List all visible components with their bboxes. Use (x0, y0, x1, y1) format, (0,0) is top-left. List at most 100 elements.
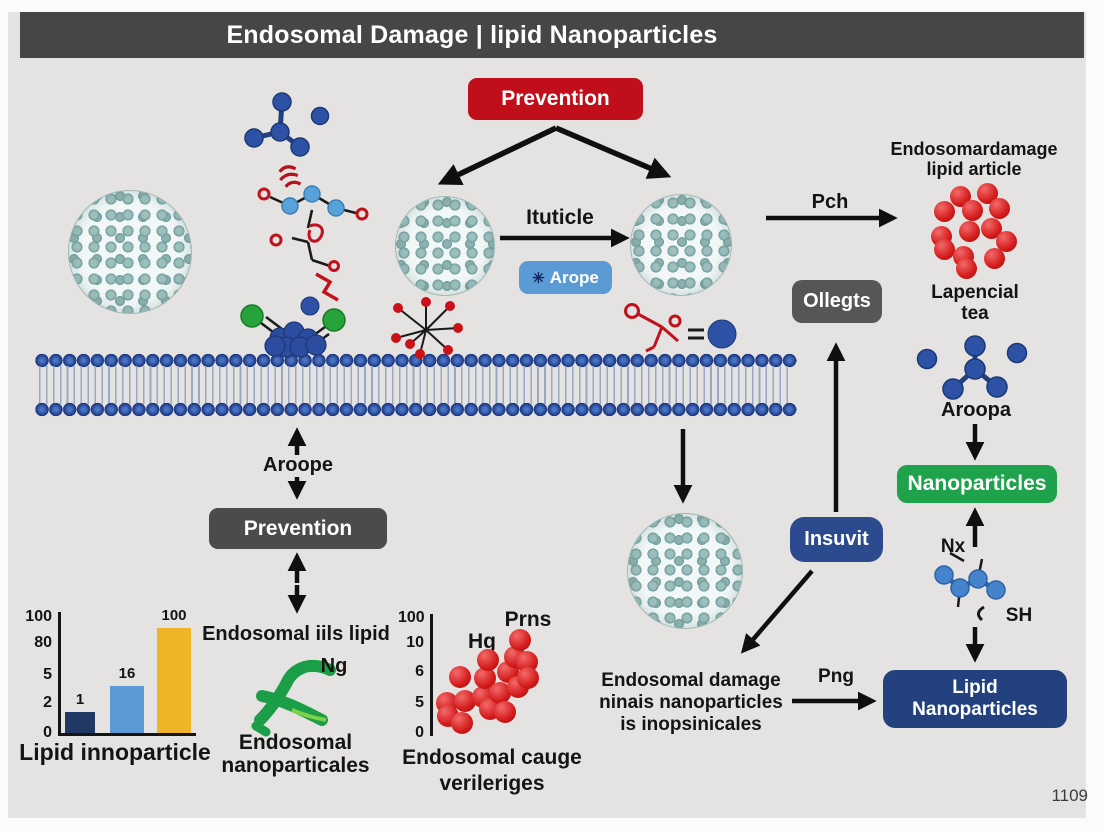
bar (110, 686, 144, 733)
damage-block-line2: ninais nanoparticles (599, 692, 783, 713)
scatter-point (517, 667, 539, 689)
arope-label: Arope (549, 267, 599, 287)
damage-particle-line1: Endosomardamage (890, 139, 1058, 159)
bar-ytick: 2 (43, 694, 52, 711)
bar-ytick: 0 (43, 724, 52, 741)
membrane-head-row-top (35, 353, 797, 368)
scatter-ytick: 6 (415, 663, 424, 680)
cleaved-lipid-molecule (624, 303, 737, 353)
nanoparticles-label: Nanoparticles (907, 472, 1047, 495)
insuvit-label: Insuvit (804, 528, 869, 550)
ng-label: Ng (320, 655, 348, 677)
bar-ytick: 100 (25, 608, 52, 625)
scatter-point (454, 690, 476, 712)
membrane-tails (39, 366, 793, 404)
endosomal-iils-heading: Endosomal iils lipid (202, 623, 390, 645)
bar-ytick: 80 (34, 634, 52, 651)
chemical-structure (257, 185, 369, 302)
bar (65, 712, 95, 733)
damage-block-line3: is inopsinicales (620, 714, 762, 735)
aroope-arrow-label: Aroope (263, 454, 333, 476)
hg-point-label: Hg (468, 630, 496, 653)
scatter-ytick: 5 (415, 694, 424, 711)
scatter-y-axis (430, 614, 433, 736)
scatter-point (494, 701, 516, 723)
arope-icon: ✳ (532, 269, 545, 287)
lipid-np-line2: Nanoparticles (912, 699, 1038, 720)
scatter-point (489, 682, 511, 704)
bar-x-axis (58, 733, 196, 736)
bar (157, 628, 191, 733)
scatter-ytick: 100 (398, 609, 425, 626)
png-arrow-label: Png (818, 666, 854, 687)
red-small-molecule (391, 297, 463, 359)
lapencial-line1: Lapencial (931, 282, 1019, 303)
red-particle (981, 218, 1002, 239)
damage-block-line1: Endosomal damage (601, 670, 781, 691)
damage-particle-label: Endosomardamage lipid article (878, 139, 1070, 179)
endosomal-nano-line1: Endosomal (238, 731, 353, 754)
green-ribbon (251, 660, 336, 737)
nanoparticles-node[interactable]: Nanoparticles (897, 465, 1057, 503)
red-particle (934, 239, 955, 260)
polymer-molecule (244, 92, 330, 157)
scatter-point (477, 649, 499, 671)
page-number: 1109 (1051, 786, 1088, 805)
page-title: Endosomal Damage | lipid Nanoparticles (226, 20, 718, 49)
red-particle (996, 231, 1017, 252)
damage-text-block: Endosomal damage ninais nanoparticles is… (582, 670, 800, 736)
lipid-bilayer-membrane (35, 353, 797, 417)
nanoparticle-3 (630, 194, 732, 296)
ollegts-label: Ollegts (803, 290, 871, 312)
nanoparticle-1 (68, 190, 192, 314)
red-particle (962, 200, 983, 221)
scatter-ytick: 10 (406, 634, 424, 651)
prevention-top-node[interactable]: Prevention (468, 78, 643, 120)
red-particle (984, 248, 1005, 269)
ituticle-arrow-label: Ituticle (526, 206, 594, 229)
arope-node[interactable]: ✳ Arope (519, 261, 612, 294)
red-particle (989, 198, 1010, 219)
ollegts-node[interactable]: Ollegts (792, 280, 882, 323)
endosomal-nanoparticales-caption: Endosomal nanoparticales (193, 731, 398, 777)
nx-label: Nx (940, 536, 966, 557)
scatter-ytick: 0 (415, 724, 424, 741)
endosomal-nano-line2: nanoparticales (221, 754, 370, 777)
lipid-nanoparticles-node[interactable]: Lipid Nanoparticles (883, 670, 1067, 728)
scatter-caption-line1: Endosomal cauge (402, 746, 582, 769)
bar-y-axis (58, 612, 61, 734)
membrane-head-row-bottom (35, 402, 797, 417)
red-particle (956, 258, 977, 279)
prevention-mid-label: Prevention (243, 516, 353, 540)
aroopa-molecule (916, 335, 1028, 400)
nx-molecule (934, 551, 1006, 622)
lapencial-line2: tea (961, 303, 989, 324)
scatter-point (451, 712, 473, 734)
sh-label: SH (1005, 605, 1033, 626)
damage-particle-line2: lipid article (926, 159, 1022, 179)
red-particle (959, 221, 980, 242)
nanoparticle-2 (395, 196, 495, 296)
nanoparticle-endosome (627, 513, 743, 629)
aroopa-label: Aroopa (941, 399, 1011, 421)
bar-value-label: 1 (75, 691, 85, 708)
prevention-mid-node[interactable]: Prevention (209, 508, 387, 549)
lapencial-label: Lapencial tea (900, 282, 1050, 324)
scatter-caption-line2: verileriges (439, 772, 545, 795)
red-cluster (920, 180, 1030, 282)
title-bar: Endosomal Damage | lipid Nanoparticles (20, 12, 1084, 58)
bar-chart-caption: Lipid innoparticle (19, 739, 211, 765)
insuvit-node[interactable]: Insuvit (790, 517, 883, 562)
bar-value-label: 16 (118, 665, 136, 682)
prns-point-label: Prns (504, 608, 552, 631)
scatter-point (509, 629, 531, 651)
bar-value-label: 100 (161, 607, 187, 624)
red-particle (934, 201, 955, 222)
lipid-np-line1: Lipid (952, 677, 998, 698)
scatter-point (474, 667, 496, 689)
red-squiggle-icon (278, 165, 302, 188)
pch-arrow-label: Pch (811, 191, 849, 213)
